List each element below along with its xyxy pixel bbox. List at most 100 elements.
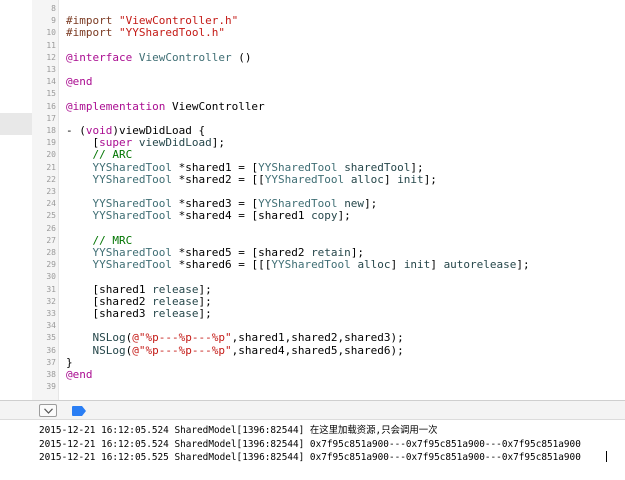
code-token: [66, 344, 93, 357]
code-token: ]: [430, 258, 444, 272]
code-text: @end: [66, 76, 93, 88]
code-line: 26: [0, 223, 625, 235]
code-token: ];: [516, 258, 530, 272]
code-line: 27 // MRC: [0, 234, 625, 247]
code-line: 38 @end: [0, 368, 625, 381]
line-number: 13: [46, 65, 56, 74]
code-text: YYSharedTool *shared3 = [YYSharedTool ne…: [66, 197, 378, 211]
code-token: ];: [198, 307, 212, 320]
line-number: 38: [46, 370, 56, 379]
code-line: 31 [shared1 release];: [0, 282, 625, 296]
code-text: NSLog(@"%p---%p---%p",shared1,shared2,sh…: [66, 332, 404, 344]
line-number: 28: [46, 248, 56, 257]
code-text: #import "YYSharedTool.h": [66, 27, 225, 39]
line-number: 23: [46, 187, 56, 196]
code-token: ];: [198, 282, 212, 296]
code-text: [shared3 release];: [66, 307, 212, 320]
line-number: 36: [46, 345, 56, 355]
code-token: ];: [410, 160, 424, 174]
code-text: }: [66, 356, 73, 369]
code-token: [shared1: [66, 282, 153, 296]
code-token: alloc: [357, 258, 391, 272]
code-token: *shared4 = [shared1: [171, 209, 312, 223]
code-token: ,shared4,shared5,shared6);: [231, 343, 404, 357]
line-number: 32: [46, 296, 56, 306]
text-caret: [606, 451, 607, 462]
code-token: autorelease: [443, 258, 517, 272]
code-line: 12@interface ViewController (): [0, 50, 625, 64]
code-token: YYSharedTool: [92, 172, 172, 186]
code-line: 10#import "YYSharedTool.h": [0, 27, 625, 39]
code-line: 8: [0, 3, 625, 15]
console-log-line: 2015-12-21 16:12:05.524 SharedModel[1396…: [39, 425, 438, 436]
code-token: (: [125, 331, 133, 345]
code-token: (): [231, 50, 252, 64]
code-text: YYSharedTool *shared1 = [YYSharedTool sh…: [66, 160, 424, 174]
code-token: #import: [66, 26, 119, 40]
chevron-down-icon: [44, 408, 53, 414]
line-number: 14: [46, 77, 56, 87]
line-number: 27: [46, 235, 56, 245]
line-number: 37: [46, 357, 56, 367]
code-token: YYSharedTool: [264, 172, 345, 186]
code-line: 36 NSLog(@"%p---%p---%p",shared4,shared5…: [0, 343, 625, 357]
code-line: 37}: [0, 356, 625, 369]
line-number: 12: [46, 52, 56, 62]
console-output[interactable]: 2015-12-21 16:12:05.524 SharedModel[1396…: [0, 420, 625, 480]
code-line: 35 NSLog(@"%p---%p---%p",shared1,shared2…: [0, 332, 625, 344]
line-number: 20: [46, 150, 56, 160]
line-number: 24: [46, 199, 56, 209]
line-number-gutter[interactable]: [32, 0, 59, 400]
code-line: 25 YYSharedTool *shared4 = [shared1 copy…: [0, 210, 625, 222]
code-token: init: [403, 258, 431, 272]
line-number: 26: [46, 223, 56, 233]
code-text: YYSharedTool *shared6 = [[[YYSharedTool …: [66, 259, 530, 271]
line-number: 31: [46, 284, 56, 294]
code-line: 17: [0, 113, 625, 125]
code-token: ]: [390, 258, 404, 272]
code-token: [: [66, 136, 100, 150]
hide-debug-area-button[interactable]: [39, 404, 57, 417]
code-token: @"%p---%p---%p": [132, 331, 232, 345]
code-token: alloc: [350, 172, 384, 186]
code-line: 32 [shared2 release];: [0, 294, 625, 308]
code-token: [66, 209, 93, 222]
line-number: 19: [46, 138, 56, 148]
code-token: YYSharedTool: [92, 197, 172, 211]
code-line: 18 - (void)viewDidLoad {: [0, 124, 625, 137]
code-token: ];: [198, 294, 212, 308]
code-text: - (void)viewDidLoad {: [66, 124, 206, 137]
line-number: 21: [46, 162, 56, 172]
code-text: @end: [66, 368, 93, 381]
code-token: [66, 161, 93, 174]
code-line: 20 // ARC: [0, 149, 625, 161]
code-token: YYSharedTool: [92, 160, 172, 174]
code-token: "YYSharedTool.h": [118, 26, 225, 40]
code-token: NSLog: [92, 343, 126, 357]
line-number: 33: [46, 309, 56, 318]
code-text: NSLog(@"%p---%p---%p",shared4,shared5,sh…: [66, 343, 404, 357]
code-token: *shared5 = [shared2: [171, 246, 312, 259]
code-text: [shared2 release];: [66, 294, 212, 308]
breakpoint-arrow-icon[interactable]: [71, 406, 87, 416]
code-token: )viewDidLoad {: [112, 124, 206, 137]
code-line: 23: [0, 186, 625, 198]
code-token: sharedTool: [344, 160, 411, 174]
line-number: 35: [46, 333, 56, 343]
code-token: retain: [311, 246, 351, 259]
code-token: ]: [383, 172, 398, 186]
line-number: 29: [46, 260, 56, 270]
code-token: ];: [211, 136, 225, 150]
code-token: [66, 148, 93, 161]
code-text: // MRC: [66, 234, 133, 247]
code-token: *shared6 = [[[: [171, 258, 272, 272]
code-token: ViewController: [138, 50, 232, 64]
line-number: 18: [46, 126, 56, 135]
code-line: 15: [0, 88, 625, 100]
line-number: 22: [46, 174, 56, 184]
code-line: 14 @end: [0, 76, 625, 88]
navigator-selection: [0, 113, 32, 135]
code-token: YYSharedTool: [92, 258, 172, 272]
code-token: @end: [66, 368, 93, 381]
